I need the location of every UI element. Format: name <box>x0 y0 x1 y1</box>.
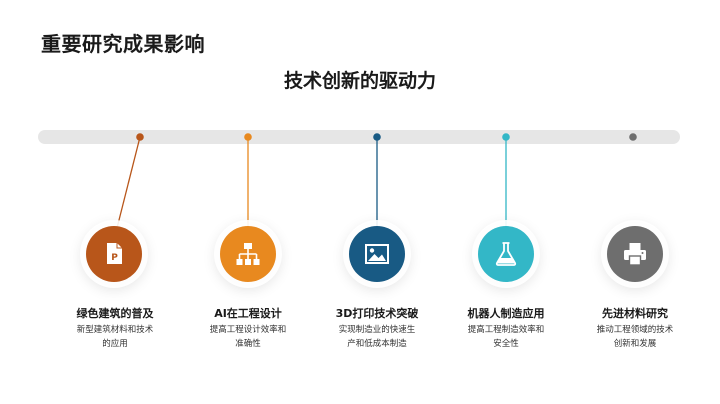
document-p-icon: P <box>107 243 122 264</box>
item-5-circle <box>607 226 663 282</box>
item-1-desc-line1: 新型建筑材料和技术 <box>76 325 154 335</box>
item-4-title: 机器人制造应用 <box>467 307 545 320</box>
item-1-circle: P <box>86 226 142 282</box>
item-4-desc: 提高工程制造效率和 安全性 <box>451 323 561 351</box>
timeline-dot-4 <box>502 133 510 141</box>
item-2-desc: 提高工程设计效率和 准确性 <box>193 323 303 351</box>
item-4-desc-line2: 安全性 <box>493 339 519 349</box>
item-5-desc: 推动工程领域的技术 创新和发展 <box>580 323 690 351</box>
hierarchy-icon <box>236 243 260 265</box>
item-2-circle <box>220 226 276 282</box>
timeline-dot-2 <box>244 133 252 141</box>
slide-title: 重要研究成果影响 <box>41 32 205 56</box>
item-4-circle <box>478 226 534 282</box>
item-2-desc-line2: 准确性 <box>235 339 261 349</box>
timeline-dot-3 <box>373 133 381 141</box>
item-3-title: 3D打印技术突破 <box>335 307 419 320</box>
item-3-desc-line1: 实现制造业的快速生 <box>338 325 416 335</box>
timeline-bar <box>38 130 680 144</box>
timeline-dot-1 <box>136 133 144 141</box>
item-2-title: AI在工程设计 <box>214 307 282 320</box>
item-5-title: 先进材料研究 <box>602 307 668 320</box>
item-3-desc: 实现制造业的快速生 产和低成本制造 <box>322 323 432 351</box>
connector-line-1 <box>116 136 141 229</box>
item-5-desc-line2: 创新和发展 <box>613 339 657 349</box>
printer-icon <box>624 243 646 266</box>
item-1-desc: 新型建筑材料和技术 的应用 <box>60 323 170 351</box>
slide-subtitle: 技术创新的驱动力 <box>283 70 436 92</box>
item-5-desc-line1: 推动工程领域的技术 <box>596 325 674 335</box>
item-1-desc-line2: 的应用 <box>102 339 128 349</box>
item-3-desc-line2: 产和低成本制造 <box>347 339 407 349</box>
timeline-dot-5 <box>629 133 637 141</box>
item-3-circle <box>349 226 405 282</box>
item-2-desc-line1: 提高工程设计效率和 <box>209 325 287 335</box>
image-icon <box>365 244 389 264</box>
flask-icon <box>495 242 517 266</box>
item-1-title: 绿色建筑的普及 <box>76 307 154 320</box>
item-4-desc-line1: 提高工程制造效率和 <box>467 325 545 335</box>
svg-text:P: P <box>111 253 118 263</box>
